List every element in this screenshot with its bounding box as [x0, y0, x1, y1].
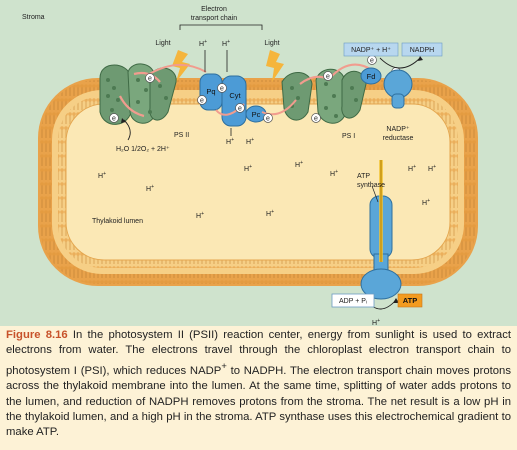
svg-text:ATP: ATP	[403, 296, 417, 305]
svg-text:H+: H+	[428, 164, 436, 173]
cytochrome-complex: Cyt	[221, 75, 247, 127]
nadp-reductase-label-1: NADP⁺	[386, 126, 409, 133]
svg-text:e: e	[266, 116, 270, 123]
water-splitting-label: H₂O 1/2O₂ + 2H⁺	[116, 146, 170, 153]
light-arrow-right-icon	[266, 50, 284, 82]
electron-icon: e	[367, 55, 377, 65]
svg-text:H+: H+	[226, 137, 234, 146]
svg-text:H+: H+	[146, 184, 154, 193]
atp-tag: ATP	[397, 293, 423, 308]
svg-text:H+: H+	[199, 39, 207, 48]
svg-text:e: e	[148, 76, 152, 83]
caption-superscript: +	[221, 360, 227, 372]
svg-text:Cyt: Cyt	[229, 91, 241, 100]
adp-box: ADP + Pᵢ	[331, 293, 375, 308]
svg-text:H+: H+	[266, 209, 274, 218]
svg-text:H+: H+	[330, 169, 338, 178]
photosynthesis-diagram: Stroma Electron transport chain Light Li…	[0, 0, 517, 326]
svg-text:Fd: Fd	[367, 72, 376, 81]
svg-text:e: e	[314, 116, 318, 123]
atp-synthase	[360, 160, 402, 300]
caption-text-2: to NADPH. The electron transport chain m…	[6, 365, 511, 438]
electron-icon: e	[235, 103, 245, 113]
nadp-reductase-label-2: reductase	[383, 135, 414, 142]
plastocyanin: Pc	[245, 105, 267, 123]
psi-complex	[281, 68, 367, 124]
light-label-right: Light	[264, 40, 279, 47]
thylakoid-lumen-label: Thylakoid lumen	[92, 218, 143, 225]
psi-label: PS I	[342, 133, 355, 140]
electron-icon: e	[323, 71, 333, 81]
electron-icon: e	[145, 73, 155, 83]
atp-synthase-label-1: ATP	[357, 173, 370, 180]
figure-caption: Figure 8.16 In the photosystem II (PSII)…	[6, 328, 511, 440]
svg-text:Pc: Pc	[252, 110, 261, 119]
svg-text:e: e	[238, 106, 242, 113]
svg-text:e: e	[370, 58, 374, 65]
light-label-left: Light	[155, 40, 170, 47]
nadp-reductase	[383, 69, 413, 109]
etc-label-line1: Electron	[201, 6, 227, 13]
svg-text:Pq: Pq	[206, 87, 215, 96]
electron-icon: e	[217, 83, 227, 93]
stroma-label: Stroma	[22, 14, 45, 21]
svg-text:ADP + Pᵢ: ADP + Pᵢ	[339, 298, 367, 305]
etc-bracket	[179, 24, 263, 30]
electron-icon: e	[109, 113, 119, 123]
svg-text:e: e	[326, 74, 330, 81]
svg-text:H+: H+	[408, 164, 416, 173]
svg-text:H+: H+	[196, 211, 204, 220]
light-arrow-left-icon	[172, 50, 190, 82]
electron-icon: e	[197, 95, 207, 105]
thylakoid-lumen	[65, 103, 451, 261]
nadp-h-box: NADP⁺ + H⁺	[343, 42, 399, 57]
svg-text:H+: H+	[244, 164, 252, 173]
proton-labels: H+ H+ H+ H+ H+ H+ H+ H+ H+ H+ H+ H+ H+ H…	[98, 39, 436, 326]
svg-text:H+: H+	[422, 198, 430, 207]
svg-text:e: e	[220, 86, 224, 93]
caption-text-1: In the photosystem II (PSII) reaction ce…	[6, 329, 511, 378]
figure-number: Figure 8.16	[6, 329, 68, 341]
svg-text:H+: H+	[295, 160, 303, 169]
etc-label-line2: transport chain	[191, 15, 237, 22]
electron-icon: e	[263, 113, 273, 123]
svg-text:NADPH: NADPH	[410, 47, 435, 54]
svg-text:H+: H+	[372, 318, 380, 326]
svg-text:H+: H+	[98, 171, 106, 180]
ferredoxin: Fd	[360, 67, 382, 85]
svg-text:NADP⁺ + H⁺: NADP⁺ + H⁺	[351, 47, 391, 54]
svg-text:H+: H+	[222, 39, 230, 48]
svg-text:H+: H+	[246, 137, 254, 146]
psii-label: PS II	[174, 132, 189, 139]
electron-icon: e	[311, 113, 321, 123]
svg-text:e: e	[112, 116, 116, 123]
svg-text:e: e	[200, 98, 204, 105]
nadph-box: NADPH	[401, 42, 443, 57]
atp-synthase-label-2: synthase	[357, 182, 385, 189]
